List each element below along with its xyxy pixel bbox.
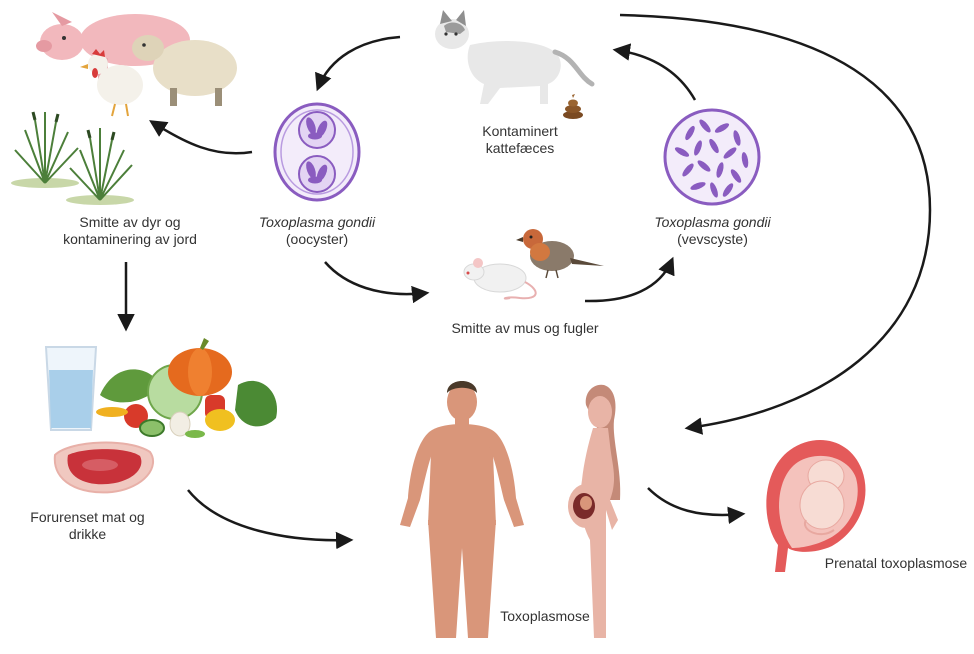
meat-icon [55, 443, 153, 493]
arrow-cat-to-oocyst [318, 37, 400, 88]
fetus-uterus-icon [766, 440, 865, 572]
label-prenatal-text: Prenatal toxoplasmose [825, 555, 967, 571]
mouse-icon [464, 258, 536, 299]
arrow-human-to-prenatal [648, 488, 742, 515]
pumpkin-icon [168, 338, 232, 396]
sheep-icon [132, 35, 237, 106]
arrow-food-to-human [188, 490, 350, 540]
label-mice-birds-text: Smitte av mus og fugler [451, 320, 598, 336]
label-tissue-cyst: Toxoplasma gondii (vevscyste) [640, 214, 785, 248]
man-icon [400, 381, 524, 638]
feces-icon [563, 94, 583, 119]
label-tissue-cyst-stage: (vevscyste) [677, 231, 748, 247]
water-glass-icon [46, 347, 96, 430]
label-oocyst: Toxoplasma gondii (oocyster) [247, 214, 387, 248]
label-animals-soil: Smitte av dyr og kontaminering av jord [40, 214, 220, 248]
arrow-tissuecyst-to-cat [616, 50, 695, 100]
bird-icon [516, 229, 604, 278]
arrow-birds-to-tissuecyst [585, 260, 672, 301]
label-oocyst-species: Toxoplasma gondii [259, 214, 375, 230]
arrow-oocyst-to-mice [325, 262, 426, 294]
arrow-oocyst-to-animals [152, 122, 252, 153]
grass-icon [11, 112, 134, 205]
label-toxoplasmosis-text: Toxoplasmose [500, 608, 590, 624]
pregnant-woman-icon [568, 385, 620, 638]
label-oocyst-stage: (oocyster) [286, 231, 348, 247]
label-prenatal: Prenatal toxoplasmose [820, 555, 972, 572]
label-food-drink: Forurenset mat og drikke [20, 509, 155, 543]
label-animals-soil-text: Smitte av dyr og kontaminering av jord [63, 214, 197, 247]
cat-icon [435, 10, 592, 104]
label-tissue-cyst-species: Toxoplasma gondii [654, 214, 770, 230]
label-cat-feces-text: Kontaminert kattefæces [482, 123, 557, 156]
tissue-cyst-icon [665, 110, 759, 204]
oocyst-icon [275, 104, 359, 200]
label-cat-feces: Kontaminert kattefæces [455, 123, 585, 157]
label-toxoplasmosis: Toxoplasmose [490, 608, 600, 625]
label-food-drink-text: Forurenset mat og drikke [30, 509, 144, 542]
label-mice-birds: Smitte av mus og fugler [430, 320, 620, 337]
